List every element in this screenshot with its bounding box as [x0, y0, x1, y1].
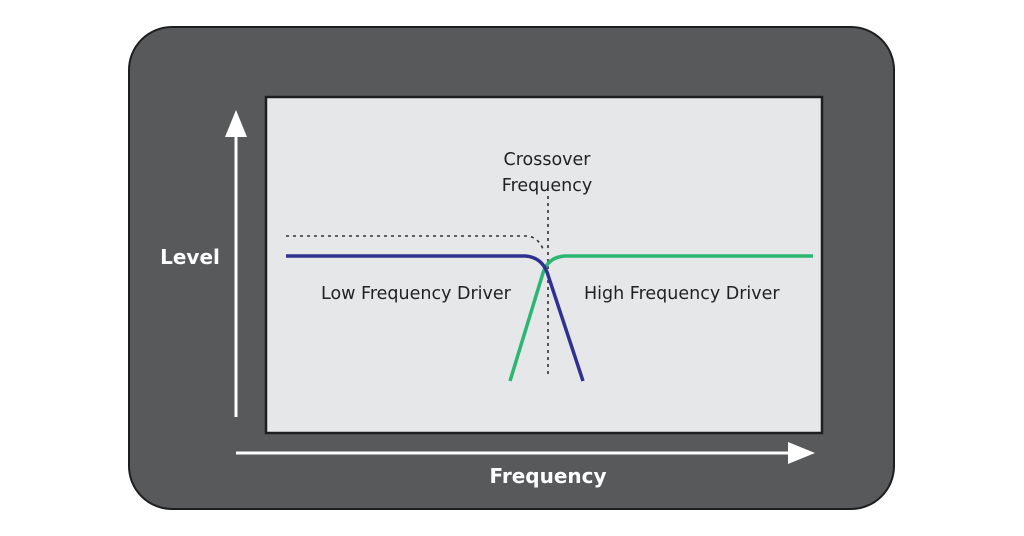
y-axis-arrowhead: [225, 110, 247, 137]
x-axis-label: Frequency: [489, 464, 606, 488]
high-frequency-driver-label: High Frequency Driver: [584, 284, 780, 304]
combined-response-dotted-line: [286, 235, 544, 250]
y-axis-label: Level: [160, 245, 220, 269]
high-frequency-driver-curve: [508, 254, 813, 382]
crossover-label-line2: Frequency: [502, 176, 592, 196]
x-axis-arrowhead: [788, 442, 815, 464]
low-frequency-driver-label: Low Frequency Driver: [321, 284, 512, 304]
crossover-label-line1: Crossover: [504, 150, 592, 170]
low-frequency-driver-curve: [286, 254, 585, 382]
